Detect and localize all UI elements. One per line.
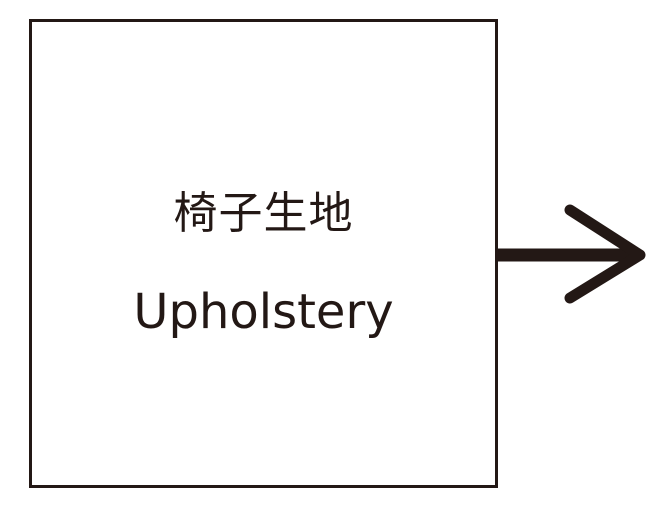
box-label-japanese: 椅子生地 <box>173 188 354 239</box>
box-label-english: Upholstery <box>133 284 394 340</box>
upholstery-box: 椅子生地 Upholstery <box>29 19 498 488</box>
arrow-right-icon <box>498 204 646 304</box>
arrow-head <box>564 204 646 304</box>
